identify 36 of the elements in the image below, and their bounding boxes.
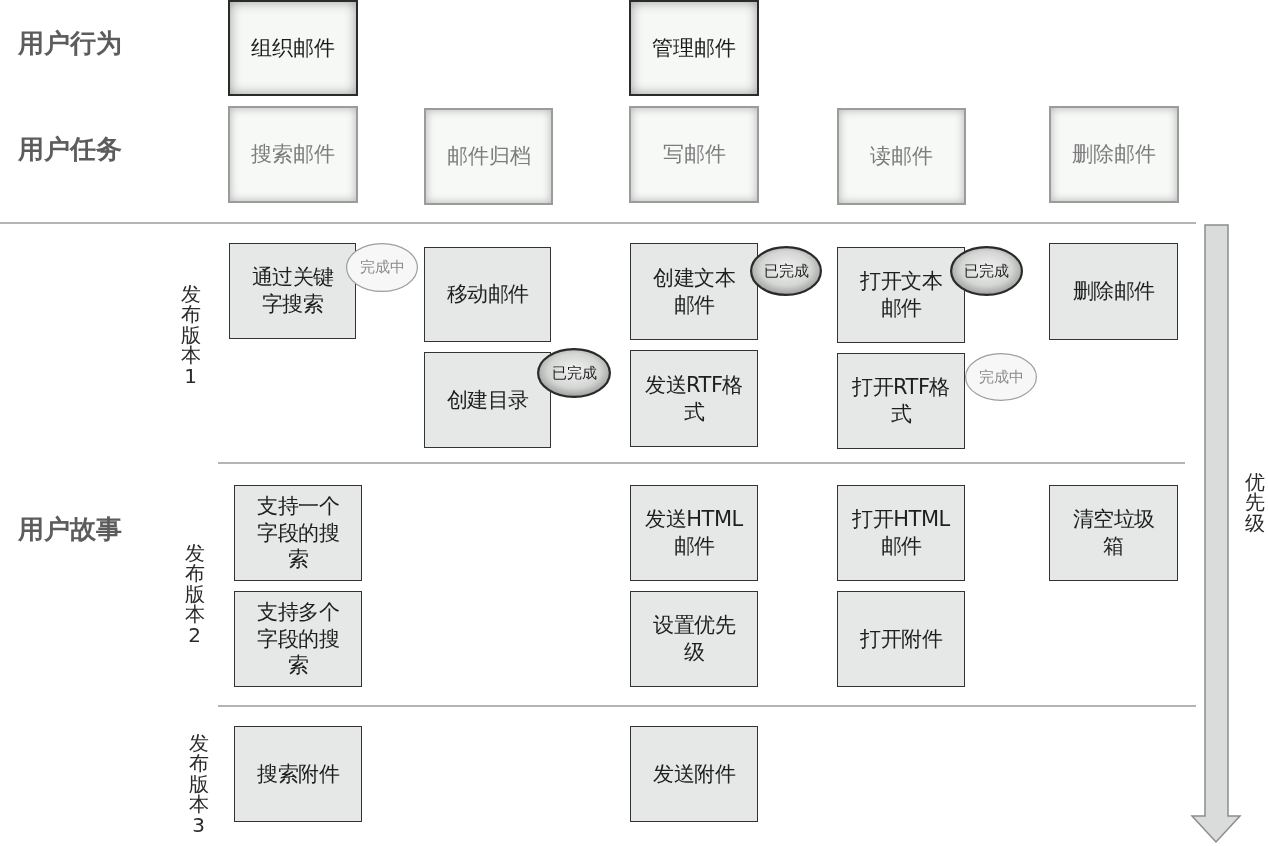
status-badge: 已完成 [537,348,611,398]
story-card: 发送附件 [630,726,758,822]
story-card: 清空垃圾箱 [1049,485,1178,581]
activity-box: 管理邮件 [629,0,759,96]
story-card: 打开HTML邮件 [837,485,965,581]
story-card: 打开RTF格式 [837,353,965,449]
row-heading: 用户故事 [18,516,122,542]
story-card: 发送HTML邮件 [630,485,758,581]
release-label: 发布版本2 [184,543,205,645]
task-box: 邮件归档 [424,108,553,205]
row-heading: 用户任务 [18,136,122,162]
story-card: 打开附件 [837,591,965,687]
axis-label: 优先级 [1244,472,1265,534]
status-badge: 完成中 [346,243,418,292]
task-box: 搜索邮件 [228,106,358,203]
story-card: 设置优先级 [630,591,758,687]
story-card: 支持多个字段的搜索 [234,591,362,687]
release-label: 发布版本1 [180,284,201,386]
status-badge: 已完成 [750,246,822,296]
story-card: 发送RTF格式 [630,350,758,447]
task-box: 写邮件 [629,106,759,203]
story-card: 打开文本邮件 [837,247,965,343]
story-card: 通过关键字搜索 [229,243,356,339]
release-label: 发布版本3 [188,733,209,835]
row-heading: 用户行为 [18,30,122,56]
task-box: 删除邮件 [1049,106,1179,203]
story-card: 移动邮件 [424,247,551,342]
activity-box: 组织邮件 [228,0,358,96]
story-card: 支持一个字段的搜索 [234,485,362,581]
story-card: 删除邮件 [1049,243,1178,340]
story-card: 创建文本邮件 [630,243,758,340]
task-box: 读邮件 [837,108,966,205]
story-card: 搜索附件 [234,726,362,822]
status-badge: 已完成 [950,246,1023,296]
status-badge: 完成中 [965,353,1037,401]
story-card: 创建目录 [424,352,551,448]
